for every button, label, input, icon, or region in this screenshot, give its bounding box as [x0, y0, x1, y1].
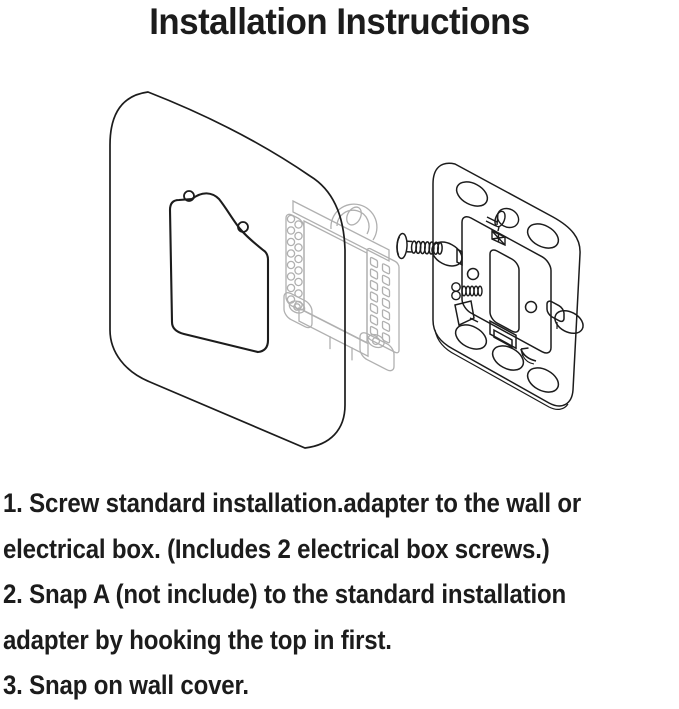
- wing-screw: [452, 283, 482, 300]
- page-title: Installation Instructions: [149, 1, 530, 42]
- thermostat-base: [284, 196, 399, 384]
- instruction-line: 1. Screw standard installation.adapter t…: [3, 488, 582, 518]
- adapter-top-clip: [486, 205, 522, 245]
- wing-screw-threads: [462, 286, 482, 296]
- adapter-snap-slot-inner: [494, 330, 512, 347]
- adapter-right-tab: [547, 299, 564, 323]
- adapter-snap-slot: [490, 321, 516, 348]
- thermostat-top-tab: [331, 204, 377, 240]
- adapter-thickness-edge: [435, 330, 568, 409]
- foot-grommets: [287, 299, 386, 350]
- cutout-hook-right: [238, 222, 248, 232]
- thermostat-foot-right: [360, 330, 394, 373]
- screw-threads: [411, 241, 442, 255]
- standard-installation-adapter: [428, 163, 587, 409]
- adapter-central-opening: [490, 247, 519, 335]
- instruction-line: adapter by hooking the top in first.: [3, 624, 392, 655]
- adapter-pry-tab: [455, 301, 478, 325]
- oval-screw-holes: [428, 177, 587, 397]
- instruction-line: 2. Snap A (not include) to the standard …: [3, 579, 567, 609]
- instruction-line: electrical box. (Includes 2 electrical b…: [3, 533, 550, 564]
- terminal-chain-links: [287, 215, 302, 308]
- bottom-rail-dividers: [330, 336, 352, 360]
- adapter-inner-frame: [462, 213, 551, 357]
- thermostat-front-face: [304, 221, 367, 343]
- mounting-screw: [396, 233, 442, 260]
- thermostat-top-rail: [293, 201, 389, 261]
- instructions-block: 1. Screw standard installation.adapter t…: [3, 481, 679, 709]
- small-hole-right: [526, 302, 537, 313]
- cutout-hook-left: [184, 191, 194, 201]
- terminal-cells: [371, 257, 390, 343]
- thermostat-bottom-rail: [299, 308, 368, 356]
- hook-arrow: [521, 348, 536, 364]
- adapter-left-tab: [457, 249, 462, 265]
- wall-cover-plate: [110, 92, 345, 448]
- small-hole-left: [468, 269, 479, 280]
- cover-cutout: [170, 191, 268, 352]
- adapter-outline: [433, 163, 580, 406]
- instruction-line: 3. Snap on wall cover.: [3, 670, 249, 700]
